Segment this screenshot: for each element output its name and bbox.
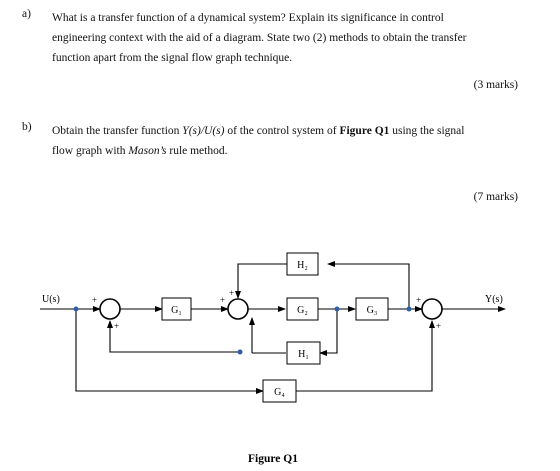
signal-line — [327, 261, 410, 309]
branch-point — [334, 306, 340, 312]
sign-s1-bottom: + — [114, 321, 119, 331]
signal-line — [319, 309, 338, 356]
sign-s2-left: + — [220, 295, 225, 305]
branch-point — [237, 349, 243, 355]
question-a-line-3: function apart from the signal flow grap… — [52, 52, 293, 64]
question-a-text: What is a transfer function of a dynamic… — [52, 8, 527, 68]
block-g4-label: G₄ — [274, 387, 285, 398]
block-g2 — [286, 297, 319, 321]
sign-s2-top: + — [229, 288, 234, 298]
block-h2-label: H₂ — [297, 260, 308, 271]
question-a-marks: (3 marks) — [473, 79, 518, 91]
question-b-text-part: rule method. — [166, 145, 228, 157]
summing-junction-3 — [421, 298, 443, 320]
sign-s3-left: + — [416, 295, 421, 305]
summing-junction-1 — [99, 298, 121, 320]
question-b-text-part: Obtain the transfer function — [52, 125, 183, 137]
block-h1 — [286, 341, 321, 365]
block-g2-label: G₂ — [297, 305, 308, 316]
question-b-marks: (7 marks) — [473, 191, 518, 203]
question-b-text-part: of the control system of — [224, 125, 340, 137]
input-label: U(s) — [42, 294, 60, 305]
block-g1-label: G₁ — [171, 305, 182, 316]
question-b-line-2: flow graph with Mason’s rule method. — [52, 141, 527, 161]
question-b-text-part: flow graph with — [52, 145, 129, 157]
branch-point — [406, 306, 412, 312]
block-g3 — [355, 297, 389, 321]
block-g1 — [161, 297, 192, 321]
question-b-label: b) — [22, 121, 32, 133]
branch-point — [73, 306, 79, 312]
signal-line — [107, 320, 240, 353]
question-b-text: Obtain the transfer function Y(s)/U(s) o… — [52, 121, 527, 161]
figure-caption: Figure Q1 — [248, 453, 298, 465]
output-label: Y(s) — [485, 294, 503, 305]
block-g3-label: G₃ — [367, 305, 378, 316]
question-b-text-part: using the signal — [389, 125, 465, 137]
question-a-label: a) — [22, 8, 31, 20]
masons-rule-label: Mason’s — [128, 145, 167, 157]
question-a-line-2: engineering context with the aid of a di… — [52, 32, 467, 44]
block-g4 — [262, 379, 297, 403]
figure-reference: Figure Q1 — [339, 125, 390, 137]
sign-s1-left: + — [92, 295, 97, 305]
signal-line — [235, 263, 287, 299]
summing-junction-2 — [227, 298, 249, 320]
signal-line — [75, 309, 264, 394]
transfer-function-label: Y(s)/U(s) — [182, 125, 225, 137]
question-a-line-1: What is a transfer function of a dynamic… — [52, 12, 444, 24]
block-h1-label: H₁ — [298, 349, 309, 360]
signal-line — [296, 320, 435, 392]
sign-s2-right: - — [251, 317, 254, 327]
question-b-line-1: Obtain the transfer function Y(s)/U(s) o… — [52, 121, 527, 141]
sign-s3-bottom: + — [436, 321, 441, 331]
block-h2 — [286, 252, 319, 276]
